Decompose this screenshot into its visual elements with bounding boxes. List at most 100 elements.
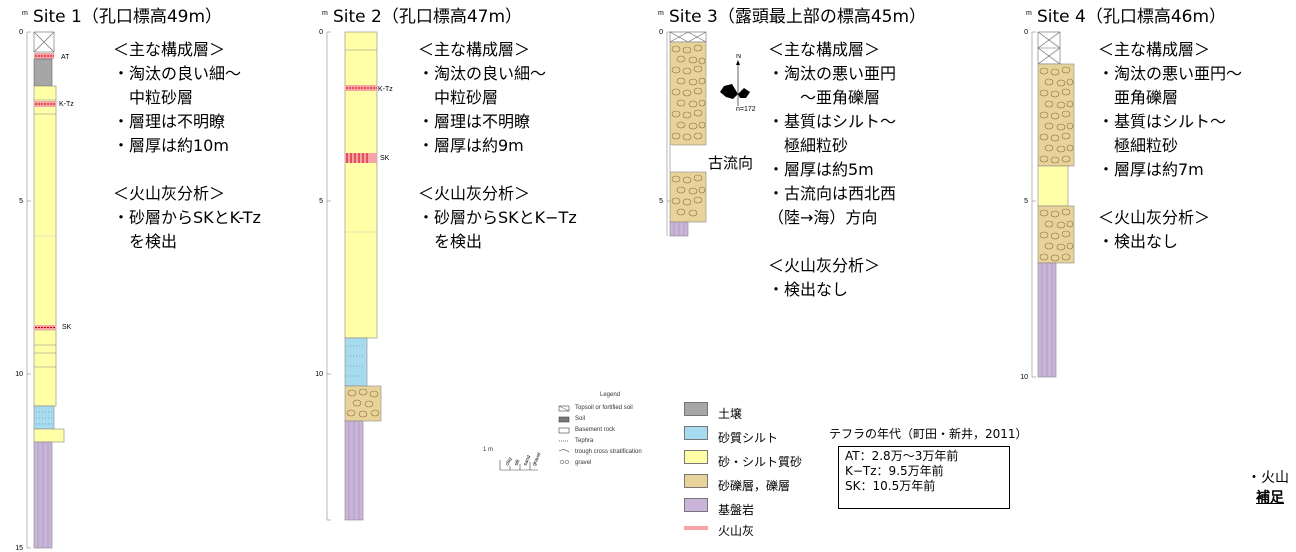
legend-label-basement: 基盤岩 — [718, 503, 755, 517]
site3-desc-line — [768, 230, 896, 254]
paleo-n-label: n=172 — [736, 106, 756, 113]
site4-tick-10: 10 — [1020, 374, 1028, 381]
color-legend: 土壌 砂質シルト 砂・シルト質砂 砂礫層，礫層 基盤岩 火山灰 — [684, 402, 834, 542]
site2-title: Site 2（孔口標高47m） — [333, 7, 523, 27]
site4-tick-5: 5 — [1024, 198, 1028, 205]
site4-desc-line: ・検出なし — [1098, 232, 1179, 251]
site3-desc-line: ・層厚は約5m — [768, 160, 874, 179]
site1-tephra-at: AT — [61, 54, 70, 61]
small-legend-item: Topsoil or fortified soil — [575, 405, 633, 411]
site1-tick-5: 5 — [19, 198, 23, 205]
site3-description: ＜主な構成層＞ ・淘汰の悪い亜円 ～亜角礫層 ・基質はシルト～ 極細粒砂 ・層厚… — [768, 38, 896, 302]
grain-size-scale: clay silt sand gravel — [499, 452, 543, 471]
site3-desc-line: ・基質はシルト～ — [768, 112, 897, 131]
legend-swatch-silt — [684, 426, 708, 440]
site2-tephra-sk: SK — [380, 155, 390, 162]
site4-desc-line: ・基質はシルト～ — [1098, 112, 1227, 131]
site4-desc-line: 極細粒砂 — [1098, 136, 1179, 155]
site4-tick-0: 0 — [1024, 29, 1028, 36]
right-note-line2: 補足 — [1256, 490, 1284, 506]
legend-label-soil: 土壌 — [718, 407, 743, 421]
site3-title: Site 3（露頭最上部の標高45m） — [669, 7, 927, 27]
site1-desc-line: ・砂層からSKとK-Tz — [113, 208, 261, 227]
site1-desc-line: ＜主な構成層＞ — [113, 40, 226, 59]
site3-tick-0: 0 — [659, 29, 663, 36]
site2-desc-line: ＜火山灰分析＞ — [418, 184, 531, 203]
site4-description: ＜主な構成層＞ ・淘汰の悪い亜円～ 亜角礫層 ・基質はシルト～ 極細粒砂 ・層厚… — [1098, 38, 1242, 254]
site4-desc-line — [1098, 182, 1242, 206]
legend-swatch-gravel — [684, 474, 708, 488]
tephra-age-line: K−Tz：9.5万年前 — [845, 464, 944, 478]
site2-desc-line: ＜主な構成層＞ — [418, 40, 531, 59]
site1-tephra-ktz: K-Tz — [59, 101, 74, 108]
site1-tephra-sk: SK — [62, 324, 72, 331]
paleocurrent-rose-icon: N n=172 — [720, 54, 756, 113]
legend-swatch-basement — [684, 498, 708, 512]
unit-label-site1: m — [22, 10, 28, 17]
site4-desc-line: ・淘汰の悪い亜円～ — [1098, 64, 1243, 83]
site2-desc-line: ・層理は不明瞭 — [418, 112, 531, 131]
grain-silt: silt — [513, 458, 521, 467]
site2-tephra-ktz: K-Tz — [378, 86, 393, 93]
site1-desc-line: ・層理は不明瞭 — [113, 112, 226, 131]
site2-desc-line: ・層厚は約9m — [418, 136, 524, 155]
site4-desc-line: ＜主な構成層＞ — [1098, 40, 1211, 59]
site1-desc-line: 中粒砂層 — [113, 88, 194, 107]
site3-desc-line: 極細粒砂 — [768, 136, 849, 155]
site3-desc-line: ＜主な構成層＞ — [768, 40, 881, 59]
scale-label: 1 m — [483, 447, 494, 453]
tephra-ages-box: AT：2.8万～3万年前 K−Tz：9.5万年前 SK：10.5万年前 — [838, 446, 1010, 509]
tephra-age-line: SK：10.5万年前 — [845, 479, 936, 493]
paleo-caption: 古流向 — [708, 154, 754, 172]
site4-title: Site 4（孔口標高46m） — [1037, 7, 1227, 27]
legend-label-gravel: 砂礫層，礫層 — [718, 479, 791, 493]
site4-column-log: 0 5 10 — [1020, 29, 1075, 381]
site2-desc-line — [418, 158, 577, 182]
site1-desc-line: ・層厚は約10m — [113, 136, 229, 155]
site1-desc-line — [113, 158, 261, 182]
site4-desc-line: 亜角礫層 — [1098, 88, 1179, 107]
site1-title: Site 1（孔口標高49m） — [33, 7, 223, 27]
site1-tick-10: 10 — [15, 371, 23, 378]
site1-tick-0: 0 — [19, 29, 23, 36]
site3-desc-line: ・淘汰の悪い亜円 — [768, 64, 897, 83]
legend-swatch-sand — [684, 450, 708, 464]
site3-desc-line: ～亜角礫層 — [768, 88, 881, 107]
site2-desc-line: を検出 — [418, 232, 483, 251]
paleo-north-label: N — [736, 54, 741, 60]
legend-swatch-tephra — [684, 526, 708, 530]
site2-column-log: 0 5 10 K-Tz SK — [315, 29, 393, 521]
site2-desc-line: 中粒砂層 — [418, 88, 499, 107]
site4-desc-line: ・層厚は約7m — [1098, 160, 1204, 179]
site2-tick-10: 10 — [315, 371, 323, 378]
unit-label-site2: m — [322, 10, 328, 17]
site2-desc-line: ・淘汰の良い細～ — [418, 64, 547, 83]
site3-desc-line: ・古流向は西北西 — [768, 184, 897, 203]
legend-label-sand: 砂・シルト質砂 — [718, 455, 803, 469]
site1-desc-line: ＜火山灰分析＞ — [113, 184, 226, 203]
site3-desc-line: （陸→海）方向 — [768, 208, 878, 227]
legend-label-silt: 砂質シルト — [718, 431, 779, 445]
site1-description: ＜主な構成層＞ ・淘汰の良い細～ 中粒砂層 ・層理は不明瞭 ・層厚は約10m ＜… — [113, 38, 261, 254]
tephra-ages-title: テフラの年代（町田・新井，2011） — [829, 427, 1028, 441]
site1-desc-line: ・淘汰の良い細～ — [113, 64, 242, 83]
site1-tick-15: 15 — [15, 545, 23, 552]
unit-label-site4: m — [1026, 10, 1032, 17]
grain-sand: sand — [522, 454, 532, 467]
grain-gravel: gravel — [531, 452, 542, 467]
small-legend-item: trough cross stratification — [575, 449, 642, 455]
right-note-line1: ・火山 — [1247, 470, 1289, 486]
site3-desc-line: ＜火山灰分析＞ — [768, 256, 881, 275]
small-legend-item: Tephra — [575, 438, 594, 444]
small-legend-title: Legend — [600, 392, 621, 398]
small-legend-item: gravel — [575, 460, 592, 466]
site1-desc-line: を検出 — [113, 232, 178, 251]
site2-tick-5: 5 — [319, 198, 323, 205]
site3-column-log: 0 5 — [659, 29, 707, 237]
small-legend-item: Soil — [575, 416, 586, 422]
site3-tick-5: 5 — [659, 198, 663, 205]
legend-swatch-soil — [684, 402, 708, 416]
unit-label-site3: m — [658, 10, 664, 17]
grain-clay: clay — [504, 456, 513, 467]
site2-tick-0: 0 — [319, 29, 323, 36]
